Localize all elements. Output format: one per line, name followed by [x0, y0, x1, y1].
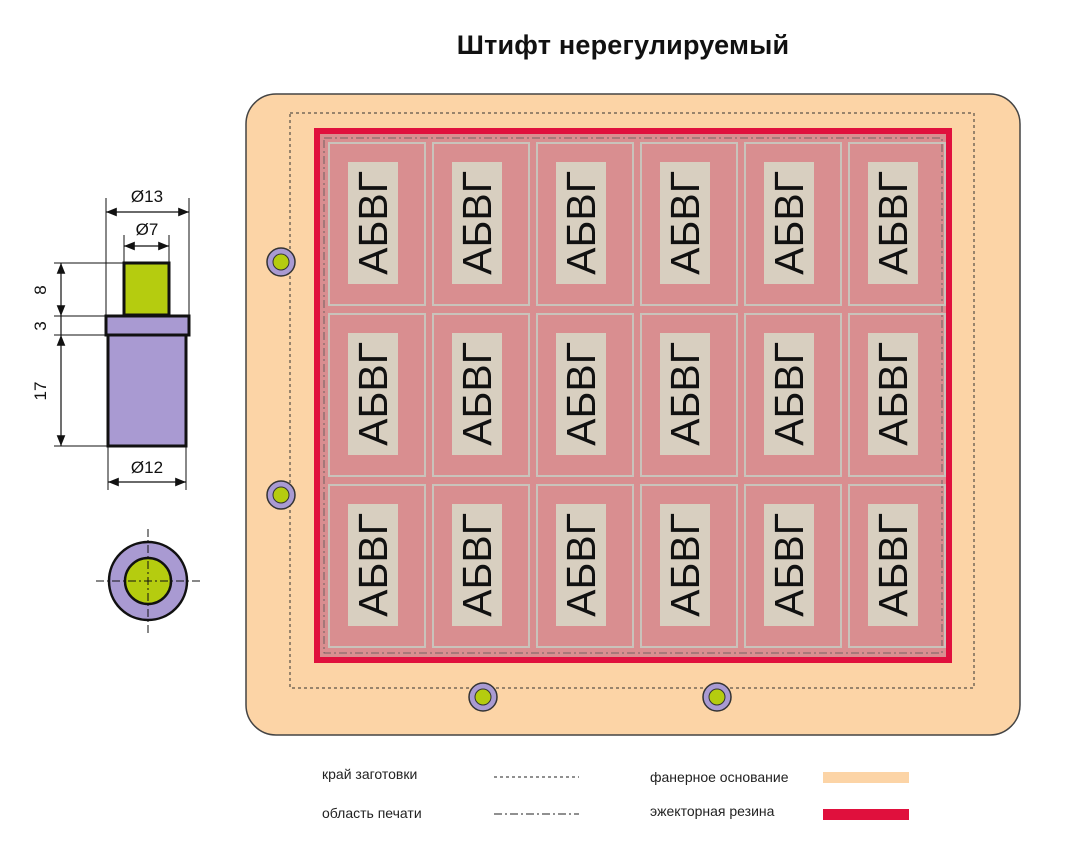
legend-plywood-label: фанерное основание	[650, 769, 789, 785]
cell-label: АБВГ	[662, 342, 708, 446]
cell-label: АБВГ	[766, 342, 812, 446]
cell-label: АБВГ	[350, 342, 396, 446]
cell-label: АБВГ	[870, 513, 916, 617]
blank-edge-outline	[289, 112, 975, 689]
cell-grid: АБВГ АБВГ АБВГ АБВГ АБВГ АБВГ АБВГ АБВГ АБВГ АБВГ…	[328, 142, 946, 648]
dim-bottom-diameter: Ø12	[131, 458, 163, 477]
cell-1-3: АБВГ	[536, 142, 634, 306]
page-title: Штифт нерегулируемый	[456, 30, 790, 60]
cell-2-4: АБВГ	[640, 313, 738, 477]
dim-flange-height: 3	[31, 321, 50, 330]
cell-label: АБВГ	[870, 342, 916, 446]
cell-label: АБВГ	[558, 513, 604, 617]
pin-hole-icon	[266, 247, 732, 712]
dim-pin-diameter: Ø7	[136, 220, 159, 239]
legend-rubber-swatch	[823, 809, 909, 820]
cell-2-6: АБВГ	[848, 313, 946, 477]
legend-rubber-label: эжекторная резина	[650, 803, 775, 819]
legend-plywood-swatch	[823, 772, 909, 783]
cell-label: АБВГ	[454, 171, 500, 275]
cell-3-6: АБВГ	[848, 484, 946, 648]
cell-label: АБВГ	[558, 342, 604, 446]
cell-3-5: АБВГ	[744, 484, 842, 648]
cell-label: АБВГ	[454, 342, 500, 446]
cell-label: АБВГ	[454, 513, 500, 617]
cell-label: АБВГ	[558, 171, 604, 275]
cell-label: АБВГ	[766, 171, 812, 275]
cell-label: АБВГ	[350, 513, 396, 617]
cell-label: АБВГ	[350, 171, 396, 275]
pin-side-view-icon	[54, 198, 191, 490]
cell-3-3: АБВГ	[536, 484, 634, 648]
cell-2-1: АБВГ	[328, 313, 426, 477]
cell-3-2: АБВГ	[432, 484, 530, 648]
legend-print-area-label: область печати	[322, 805, 422, 821]
cell-label: АБВГ	[766, 513, 812, 617]
cell-1-4: АБВГ	[640, 142, 738, 306]
cell-2-3: АБВГ	[536, 313, 634, 477]
dim-body-height: 17	[31, 382, 50, 401]
print-area-outline	[323, 137, 943, 654]
cell-2-2: АБВГ	[432, 313, 530, 477]
cell-1-1: АБВГ	[328, 142, 426, 306]
cell-3-1: АБВГ	[328, 484, 426, 648]
cell-1-2: АБВГ	[432, 142, 530, 306]
cell-1-5: АБВГ	[744, 142, 842, 306]
cell-label: АБВГ	[662, 171, 708, 275]
cell-3-4: АБВГ	[640, 484, 738, 648]
dim-top-height: 8	[31, 285, 50, 294]
dim-top-diameter: Ø13	[131, 187, 163, 206]
pin-top-view-icon	[96, 529, 200, 633]
cell-label: АБВГ	[662, 513, 708, 617]
cell-2-5: АБВГ	[744, 313, 842, 477]
legend-blank-edge-label: край заготовки	[322, 766, 418, 782]
cell-1-6: АБВГ	[848, 142, 946, 306]
cell-label: АБВГ	[870, 171, 916, 275]
